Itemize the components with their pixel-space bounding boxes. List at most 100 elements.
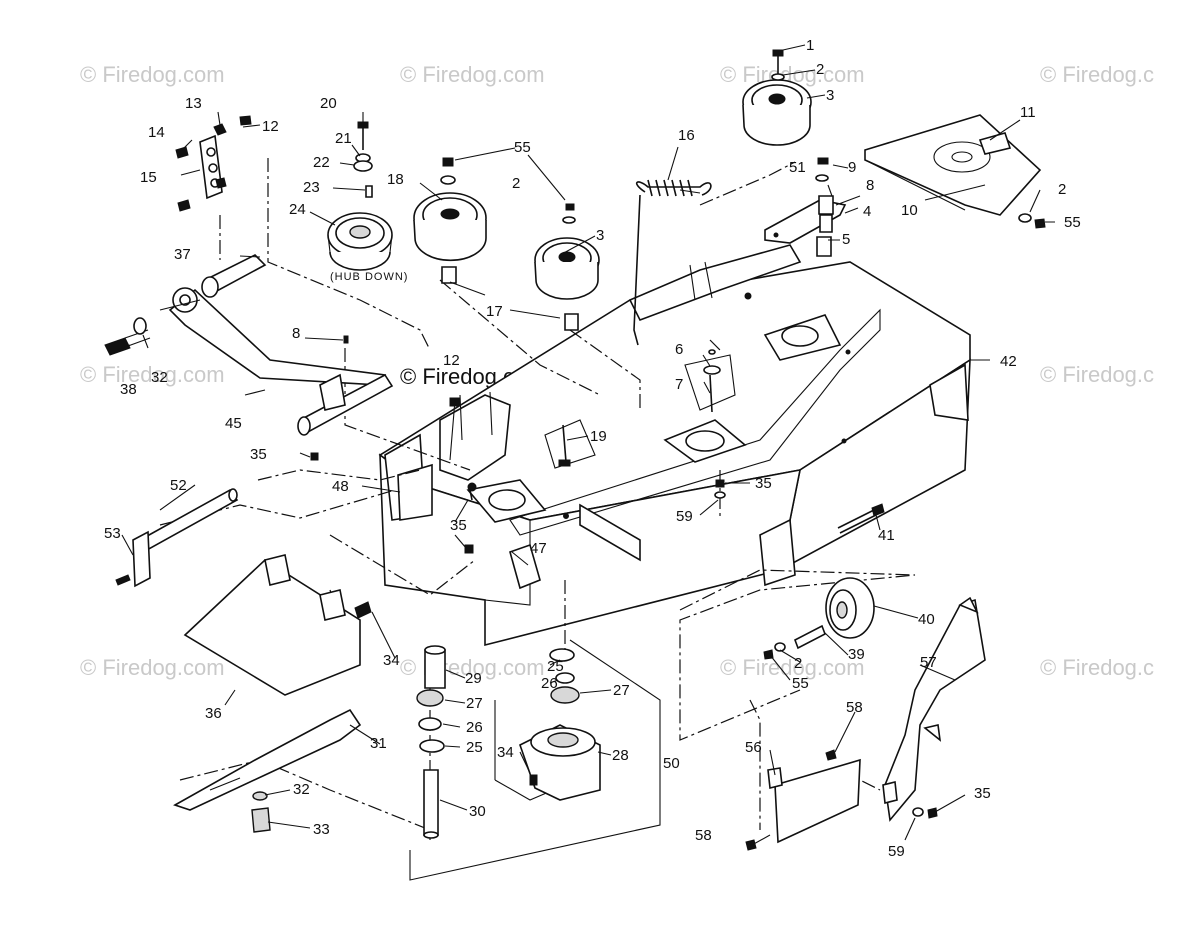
callout-56: 56	[745, 739, 762, 756]
callout-8: 8	[292, 325, 300, 342]
watermark: © Firedog.c	[1040, 62, 1154, 87]
blade-31	[173, 708, 362, 811]
watermark: © Firedog.c	[1040, 655, 1154, 680]
lift-shaft	[104, 254, 394, 436]
callout-25: 25	[547, 658, 564, 675]
pulley-3-center	[534, 237, 600, 300]
guard-57	[882, 596, 986, 822]
callout-20: 20	[320, 95, 337, 112]
callout-12: 12	[262, 118, 279, 135]
callout-50: 50	[663, 755, 680, 772]
callout-51: 51	[789, 159, 806, 176]
callout-26: 26	[541, 675, 558, 692]
watermark: © Firedog.com	[80, 62, 225, 87]
callout-55: 55	[1064, 214, 1081, 231]
callout-33: 33	[313, 821, 330, 838]
leader-lines	[117, 44, 1055, 846]
callout-2: 2	[794, 655, 802, 672]
callout-11: 11	[1020, 104, 1036, 121]
hub-down-note: (HUB DOWN)	[330, 271, 408, 283]
callout-19: 19	[590, 428, 607, 445]
callout-9: 9	[848, 159, 856, 176]
callout-57: 57	[920, 654, 937, 671]
callout-37: 37	[174, 246, 191, 263]
callout-32: 32	[151, 369, 168, 386]
callout-18: 18	[387, 171, 404, 188]
deck-housing	[378, 244, 971, 647]
callout-36: 36	[205, 705, 222, 722]
callout-2: 2	[512, 175, 520, 192]
callout-59: 59	[676, 508, 693, 525]
callout-34: 34	[497, 744, 514, 761]
callout-59: 59	[888, 843, 905, 860]
callout-35: 35	[250, 446, 267, 463]
plate-56	[745, 749, 938, 851]
callout-55: 55	[792, 675, 809, 692]
callout-23: 23	[303, 179, 320, 196]
callout-2: 2	[816, 61, 824, 78]
callout-14: 14	[148, 124, 165, 141]
callout-32: 32	[293, 781, 310, 798]
callout-25: 25	[466, 739, 483, 756]
assembly-lines	[159, 158, 916, 881]
callout-28: 28	[612, 747, 629, 764]
wheel-40	[763, 577, 875, 660]
callout-34: 34	[383, 652, 400, 669]
callout-42: 42	[1000, 353, 1017, 370]
callout-15: 15	[140, 169, 157, 186]
callout-numbers: 1 2 3 11 16 55 2 3 9 51 8 4 5 2 10 55 20…	[104, 37, 1081, 860]
callout-27: 27	[613, 682, 630, 699]
callout-52: 52	[170, 477, 187, 494]
hardware	[310, 49, 885, 554]
callout-3: 3	[826, 87, 834, 104]
callout-47: 47	[530, 540, 547, 557]
belt-cover	[864, 114, 1046, 229]
pulley-18	[413, 192, 487, 262]
callout-58: 58	[695, 827, 712, 844]
spindle-stack	[251, 645, 601, 839]
callout-35: 35	[755, 475, 772, 492]
callout-10: 10	[901, 202, 918, 219]
watermark: © Firedog.com	[720, 655, 865, 680]
callout-5: 5	[842, 231, 850, 248]
callout-22: 22	[313, 154, 330, 171]
callout-24: 24	[289, 201, 306, 218]
pulley-24	[327, 212, 393, 271]
callout-2: 2	[1058, 181, 1066, 198]
callout-16: 16	[678, 127, 695, 144]
watermark: © Firedog.com	[80, 362, 225, 387]
callout-3: 3	[596, 227, 604, 244]
callout-6: 6	[675, 341, 683, 358]
callout-45: 45	[225, 415, 242, 432]
callout-13: 13	[185, 95, 202, 112]
watermark: © Firedog.com	[80, 655, 225, 680]
callout-7: 7	[675, 376, 683, 393]
pulley-3-right	[742, 79, 812, 146]
watermark: © Firedog.c	[1040, 362, 1154, 387]
watermark: © Firedog.com	[400, 655, 545, 680]
callout-8: 8	[866, 177, 874, 194]
callout-21: 21	[335, 130, 352, 147]
callout-26: 26	[466, 719, 483, 736]
callout-31: 31	[370, 735, 387, 752]
bracket-15	[175, 115, 252, 212]
callout-58: 58	[846, 699, 863, 716]
callout-48: 48	[332, 478, 349, 495]
rear-rod	[115, 488, 239, 588]
callout-40: 40	[918, 611, 935, 628]
callout-29: 29	[465, 670, 482, 687]
chute-36	[183, 554, 372, 696]
callout-35: 35	[974, 785, 991, 802]
callout-4: 4	[863, 203, 871, 220]
callout-41: 41	[878, 527, 895, 544]
callout-1: 1	[806, 37, 814, 54]
callout-17: 17	[486, 303, 503, 320]
callout-55: 55	[514, 139, 531, 156]
callout-39: 39	[848, 646, 865, 663]
callout-38: 38	[120, 381, 137, 398]
watermark: © Firedog.com	[400, 62, 545, 87]
callout-30: 30	[469, 803, 486, 820]
callout-12: 12	[443, 352, 460, 369]
callout-27: 27	[466, 695, 483, 712]
